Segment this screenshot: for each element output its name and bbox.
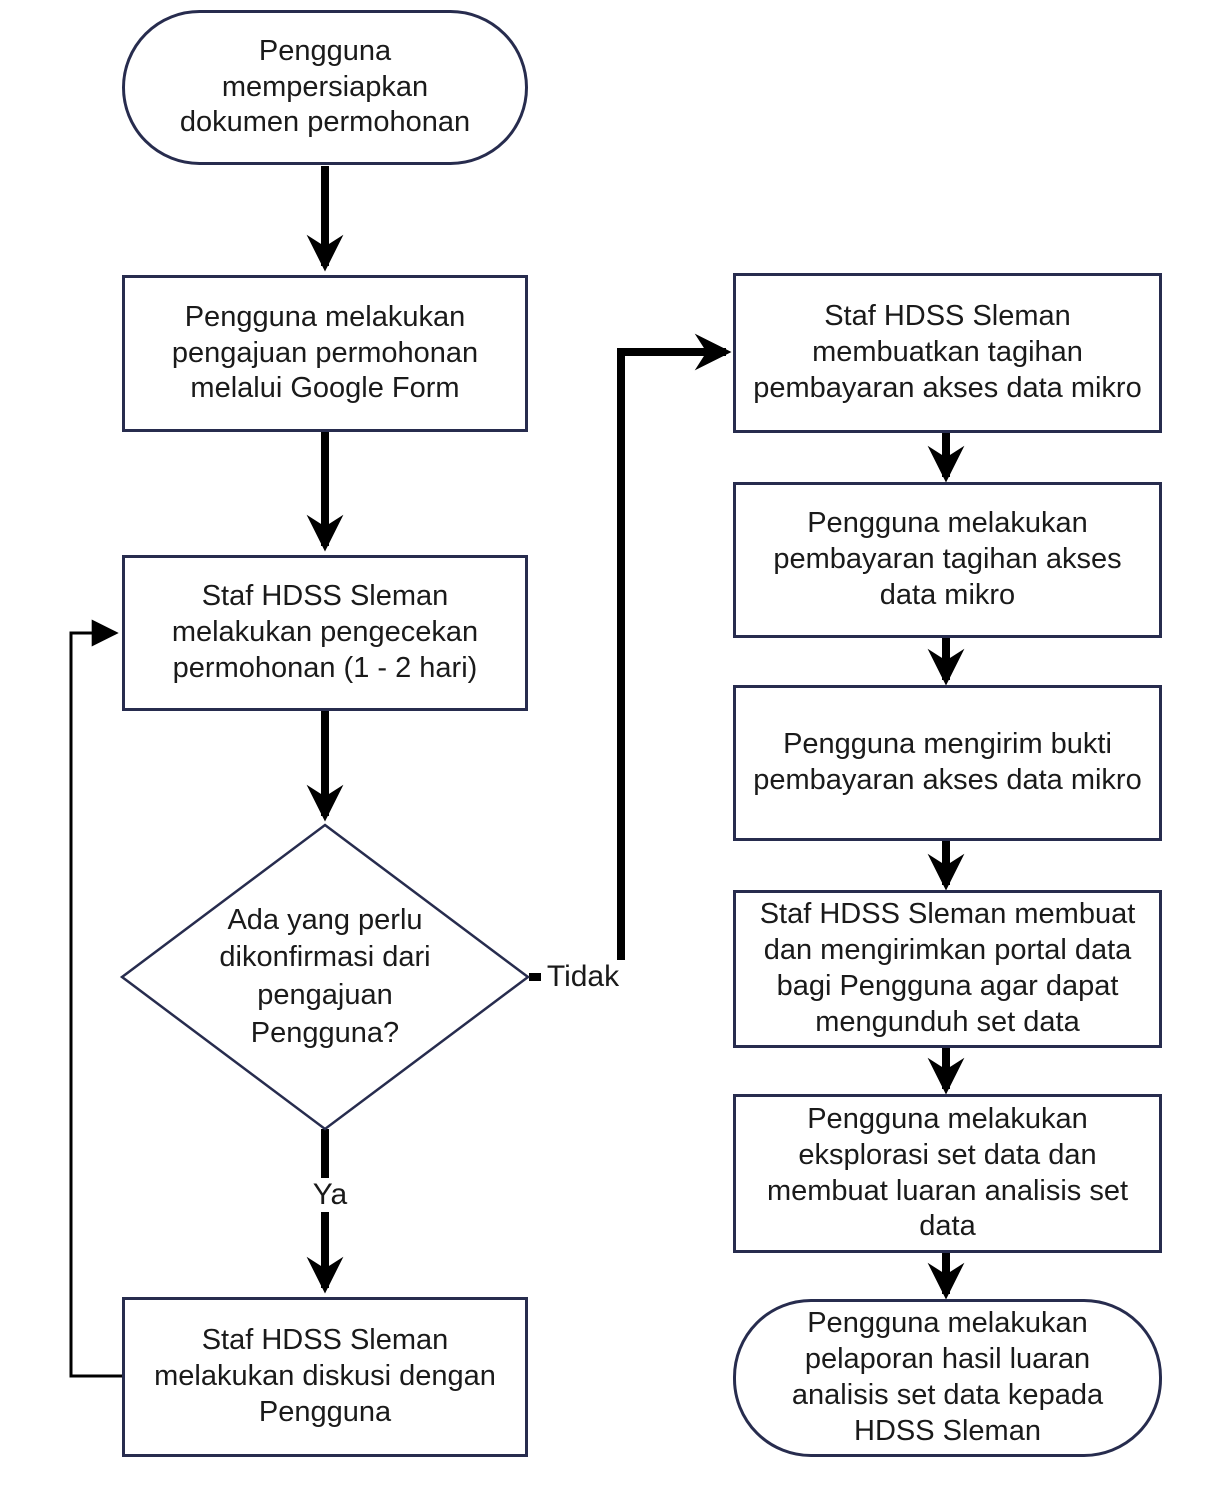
edge-label-tidak: Tidak: [541, 960, 625, 994]
node-decision-confirmation: Ada yang perlu dikonfirmasi dari pengaju…: [219, 903, 431, 1049]
node-check-request: Staf HDSS Sleman melakukan pengecekan pe…: [122, 555, 528, 711]
node-send-payment-proof: Pengguna mengirim bukti pembayaran akses…: [733, 685, 1162, 841]
node-create-invoice: Staf HDSS Sleman membuatkan tagihan pemb…: [733, 273, 1162, 433]
node-report-results: Pengguna melakukan pelaporan hasil luara…: [733, 1299, 1162, 1457]
edge-label-ya: Ya: [300, 1178, 360, 1212]
node-explore-dataset: Pengguna melakukan eksplorasi set data d…: [733, 1094, 1162, 1253]
node-submit-google-form: Pengguna melakukan pengajuan permohonan …: [122, 275, 528, 432]
node-pay-invoice: Pengguna melakukan pembayaran tagihan ak…: [733, 482, 1162, 638]
arrow-decision-invoice-tidak: [529, 333, 732, 981]
node-prepare-documents: Pengguna mempersiapkan dokumen permohona…: [122, 10, 528, 165]
arrow-discuss-check-feedback: [69, 619, 122, 1378]
node-discussion-with-user: Staf HDSS Sleman melakukan diskusi denga…: [122, 1297, 528, 1457]
node-create-data-portal: Staf HDSS Sleman membuat dan mengirimkan…: [733, 890, 1162, 1048]
decision-diamond-shape: [119, 823, 531, 1131]
